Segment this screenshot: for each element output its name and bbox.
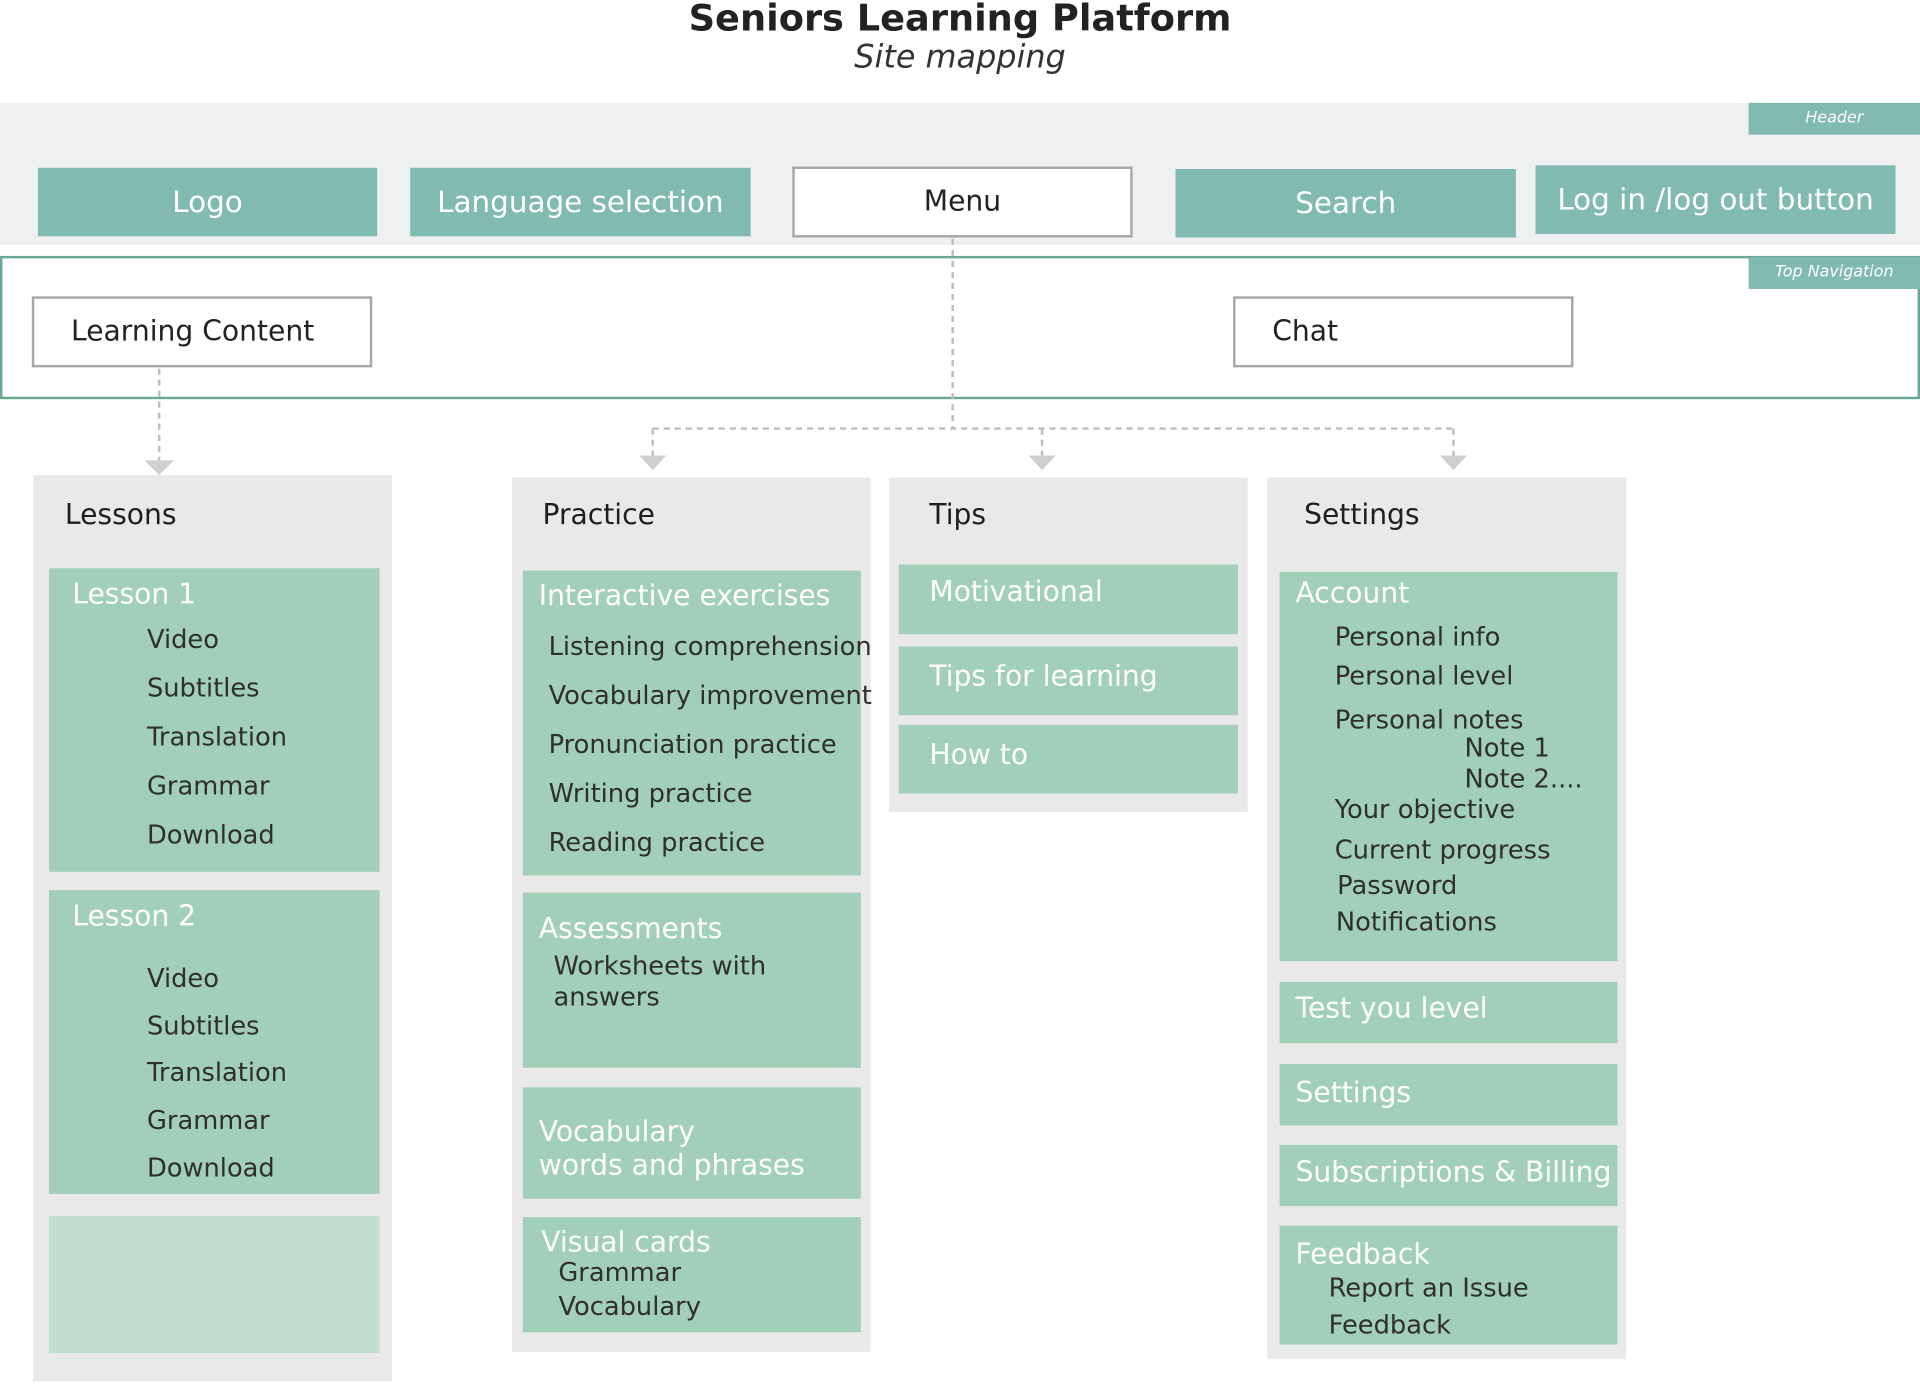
interactive-exercise-item: Vocabulary improvement [548, 680, 872, 711]
lesson-2-card [48, 890, 380, 1194]
header-tag: Header [1748, 102, 1920, 135]
vocabulary-subtitle: words and phrases [538, 1149, 805, 1182]
tips-how-to-card [898, 724, 1238, 794]
practice-heading: Practice [542, 499, 655, 532]
arrow-tips [1028, 455, 1056, 471]
tips-motivational-card [898, 564, 1238, 635]
subscriptions-card [1279, 1144, 1618, 1207]
subscriptions-label: Subscriptions & Billing [1295, 1157, 1612, 1189]
account-note-item: Note 1 [1464, 733, 1550, 763]
account-item: Personal info [1334, 622, 1501, 652]
lesson-1-item: Grammar [146, 771, 270, 801]
menu-box: Menu [792, 166, 1133, 238]
learning-content-box: Learning Content [31, 296, 373, 368]
diagram-title: Seniors Learning Platform [688, 0, 1232, 41]
lesson-1-card [48, 568, 380, 872]
interactive-exercises-card [522, 570, 861, 876]
account-title: Account [1295, 577, 1410, 610]
account-item: Current progress [1334, 835, 1551, 865]
lesson-2-title: Lesson 2 [72, 901, 197, 934]
arrow-practice [639, 455, 667, 471]
feedback-item: Feedback [1328, 1310, 1452, 1340]
visual-cards-item: Grammar [558, 1257, 682, 1287]
tips-motivational-label: Motivational [929, 576, 1103, 609]
tips-heading: Tips [929, 499, 987, 532]
account-item: Personal level [1334, 661, 1514, 691]
account-item: Password [1337, 870, 1458, 901]
tips-how-to-label: How to [929, 739, 1029, 772]
assessments-item: Worksheets with [553, 951, 767, 981]
interactive-exercise-item: Writing practice [548, 778, 753, 809]
lesson-2-item: Video [146, 963, 219, 994]
feedback-title: Feedback [1295, 1239, 1430, 1272]
assessments-item: answers [553, 982, 660, 1012]
lesson-placeholder-card [48, 1215, 380, 1354]
logo-box: Logo [37, 167, 378, 237]
vocabulary-card [522, 1087, 861, 1199]
search-box: Search [1175, 168, 1516, 238]
interactive-exercise-item: Reading practice [548, 827, 766, 858]
visual-cards-card [522, 1217, 861, 1333]
lesson-2-item: Grammar [146, 1105, 270, 1136]
account-card [1279, 571, 1618, 962]
account-item: Your objective [1334, 794, 1516, 825]
visual-cards-title: Visual cards [541, 1226, 711, 1259]
interactive-exercises-title: Interactive exercises [538, 580, 831, 613]
lesson-1-item: Video [146, 624, 219, 654]
visual-cards-item: Vocabulary [558, 1291, 701, 1322]
chat-box: Chat [1233, 296, 1574, 368]
language-selection-box: Language selection [410, 167, 751, 237]
lesson-1-item: Translation [146, 722, 288, 752]
test-level-card [1279, 982, 1618, 1044]
lesson-1-item: Subtitles [146, 673, 260, 703]
settings-heading: Settings [1304, 499, 1420, 532]
account-item: Notifications [1335, 907, 1497, 937]
account-item: Personal notes [1334, 705, 1524, 735]
assessments-title: Assessments [538, 913, 723, 946]
lesson-2-item: Translation [146, 1057, 288, 1088]
settings-item-label: Settings [1295, 1077, 1412, 1110]
diagram-subtitle: Site mapping [854, 39, 1066, 76]
feedback-card [1279, 1225, 1618, 1345]
top-navigation-tag: Top Navigation [1748, 257, 1920, 289]
lesson-1-item: Download [146, 820, 275, 850]
settings-item-card [1279, 1064, 1618, 1126]
lesson-2-item: Download [146, 1153, 275, 1183]
arrow-settings [1440, 455, 1467, 471]
interactive-exercise-item: Listening comprehension [548, 631, 872, 662]
feedback-item: Report an Issue [1328, 1273, 1529, 1303]
interactive-exercise-item: Pronunciation practice [548, 729, 837, 760]
assessments-card [522, 892, 861, 1068]
test-level-label: Test you level [1295, 993, 1488, 1025]
login-logout-box: Log in /log out button [1535, 165, 1896, 234]
vocabulary-title: Vocabulary [538, 1116, 695, 1149]
tips-for-learning-label: Tips for learning [929, 661, 1158, 694]
account-note-item: Note 2.... [1464, 764, 1583, 794]
lessons-heading: Lessons [64, 499, 177, 532]
tips-for-learning-card [898, 646, 1238, 716]
lesson-2-item: Subtitles [146, 1011, 260, 1041]
arrow-lessons [144, 460, 174, 476]
lesson-1-title: Lesson 1 [72, 579, 197, 612]
